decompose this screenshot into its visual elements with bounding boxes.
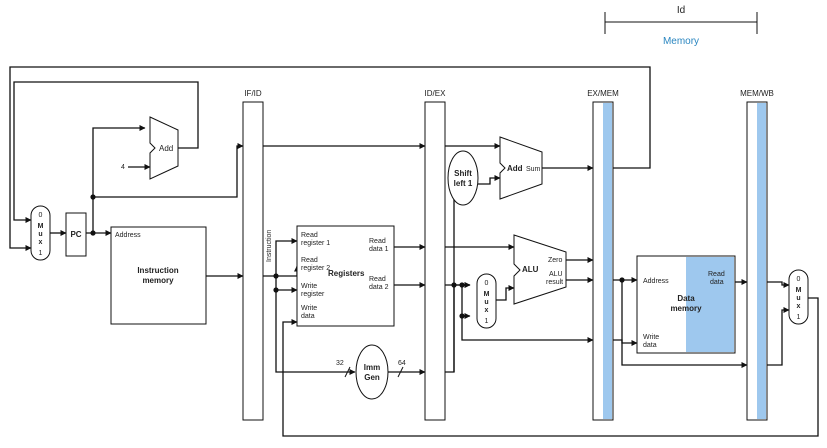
instruction-bus-label: Instruction [266,230,273,262]
pc-mux-in0: 0 [39,212,43,219]
data-mem-read-data-a: Read [708,271,725,278]
data-mem-write-data-b: data [643,342,657,349]
stage-header: Id Memory [604,5,758,47]
alu-src-mux: 0 M u x 1 [476,273,497,329]
wire-junctions [90,194,625,319]
shift-left-unit: Shift left 1 [447,150,479,206]
reg-write-register-b: register [301,291,325,298]
alu-mux-x: x [485,307,489,314]
data-mem-title-1: Data [677,294,695,303]
register-file: Read register 1 Read register 2 Write re… [296,225,395,327]
pc-adder: Add [149,116,179,180]
label-if-id: IF/ID [244,89,262,98]
imm-input-width: 32 [336,360,344,367]
wb-mux-u: u [796,295,800,302]
pipeline-register-ex-mem: EX/MEM [587,89,619,421]
pc-mux-in1: 1 [39,250,43,257]
data-mem-read-data-b: data [710,279,724,286]
shift-left-label-2: left 1 [454,179,473,188]
pc-mux-u: u [38,231,42,238]
alu-result-label-2: result [546,279,563,286]
wb-mux-m: M [796,287,802,294]
alu-result-label-1: ALU [549,271,563,278]
pc-label: PC [70,230,81,239]
reg-read-data-1-b: data 1 [369,246,389,253]
reg-write-register-a: Write [301,283,317,290]
label-id-ex: ID/EX [425,89,447,98]
pipeline-register-id-ex: ID/EX [424,89,447,421]
alu-mux-in0: 0 [485,280,489,287]
reg-write-data-b: data [301,313,315,320]
writeback-mux: 0 M u x 1 [788,269,809,325]
imm-gen: Imm Gen [355,344,389,400]
program-counter: PC [65,212,87,257]
reg-read-data-2-a: Read [369,276,386,283]
pipeline-register-if-id: IF/ID [242,89,264,421]
reg-read-register-1-a: Read [301,232,318,239]
alu-mux-u: u [484,299,488,306]
shift-left-label-1: Shift [454,169,472,178]
instruction-memory: Address Instruction memory [110,226,207,325]
alu-label: ALU [522,265,539,274]
pipeline-register-mem-wb: MEM/WB [740,89,774,421]
data-mem-title-2: memory [670,304,702,313]
data-mem-write-data-a: Write [643,334,659,341]
imm-gen-label-1: Imm [364,363,380,372]
alu: ALU Zero ALU result [513,234,567,305]
branch-adder: Add Sum [499,136,543,200]
data-mem-address: Address [643,278,669,285]
alu-zero-label: Zero [548,257,563,264]
stage-title: Id [677,5,685,16]
label-ex-mem: EX/MEM [587,89,619,98]
imm-output-width: 64 [398,360,406,367]
imm-gen-label-2: Gen [364,373,380,382]
wb-mux-in0: 0 [797,276,801,283]
branch-adder-label: Add [507,164,523,173]
reg-read-register-1-b: register 1 [301,240,330,247]
instr-mem-title-1: Instruction [137,266,178,275]
reg-read-register-2-a: Read [301,257,318,264]
data-memory: Address Read data Data memory Write data [636,255,736,354]
label-mem-wb: MEM/WB [740,89,774,98]
stage-subtitle: Memory [663,36,699,47]
instr-mem-address: Address [115,232,141,239]
instr-mem-title-2: memory [142,276,174,285]
pc-mux-m: M [38,223,44,230]
wb-mux-in1: 1 [797,314,801,321]
branch-adder-sum: Sum [526,166,541,173]
registers-title: Registers [328,269,365,278]
alu-mux-m: M [484,291,490,298]
reg-write-data-a: Write [301,305,317,312]
constant-four: 4 [121,164,125,171]
reg-read-register-2-b: register 2 [301,265,330,272]
alu-mux-in1: 1 [485,318,489,325]
datapath-wires [9,66,819,437]
pc-mux: 0 M u x 1 [30,205,51,261]
pc-mux-x: x [39,239,43,246]
wb-mux-x: x [797,303,801,310]
pc-adder-label: Add [159,144,173,153]
reg-read-data-1-a: Read [369,238,386,245]
reg-read-data-2-b: data 2 [369,284,389,291]
